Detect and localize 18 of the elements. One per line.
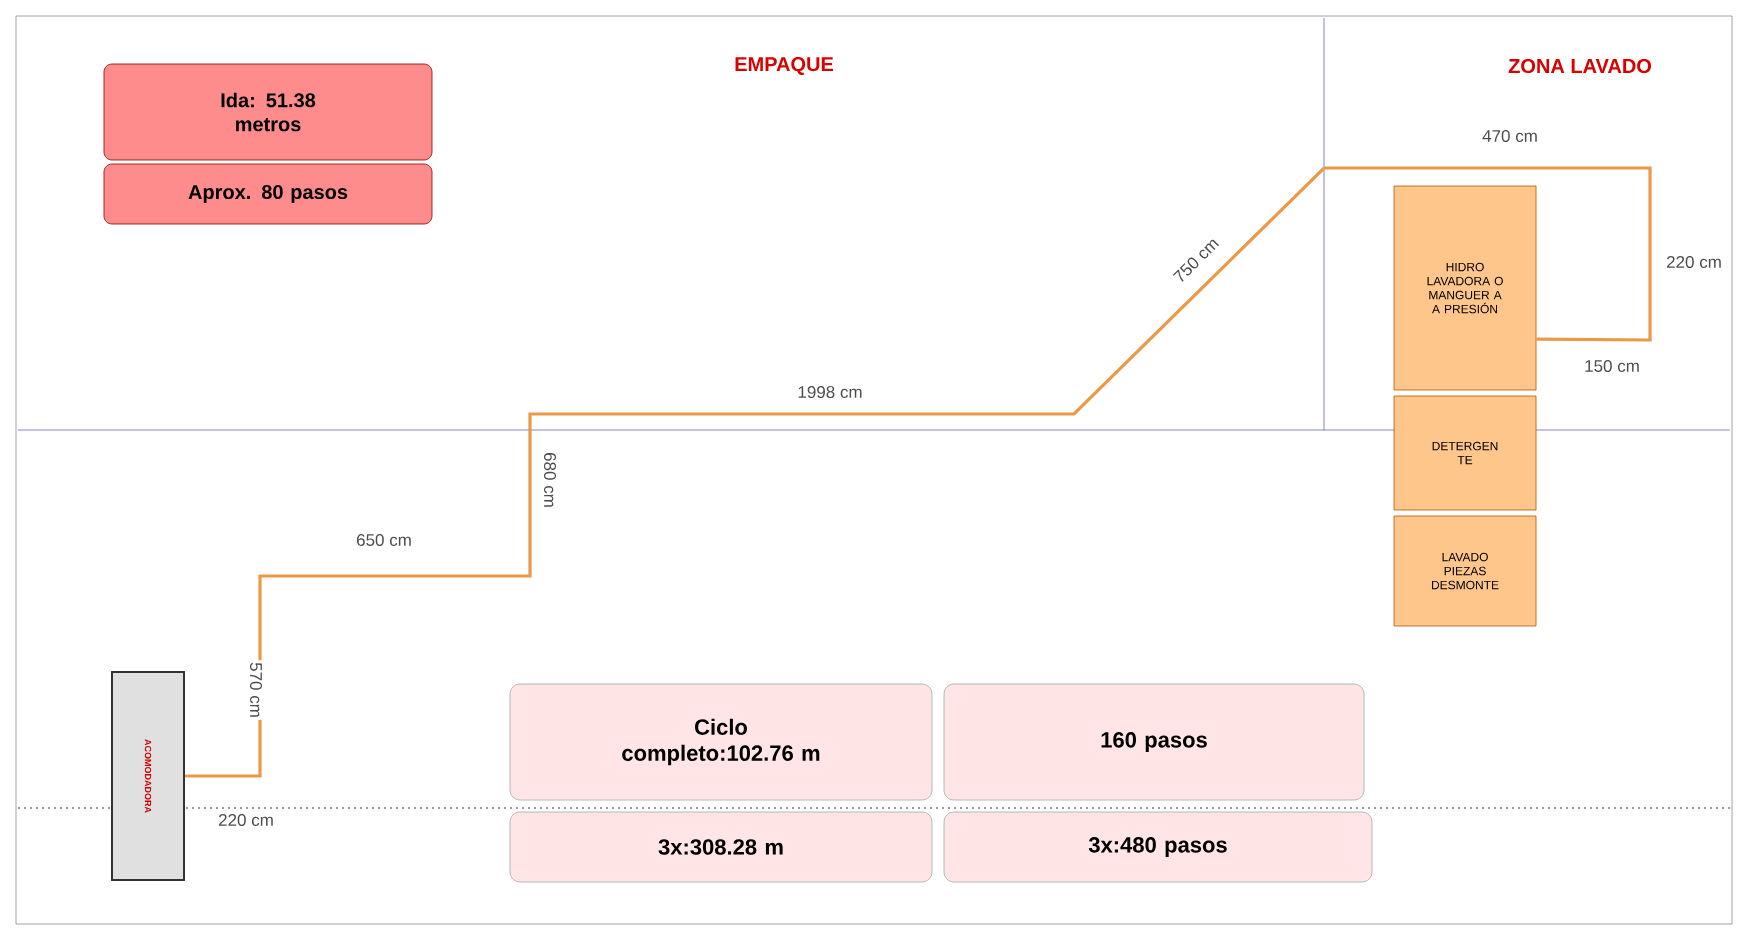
dimension-label: 570 cm bbox=[248, 660, 264, 720]
dimension-label: 650 cm bbox=[354, 532, 414, 548]
dimension-label: 220 cm bbox=[1664, 254, 1724, 270]
zone-title: ZONA LAVADO bbox=[1508, 58, 1651, 74]
dimension-label: 680 cm bbox=[542, 450, 558, 510]
total-box: Ciclo completo:102.76 m bbox=[509, 683, 933, 801]
dimension-label: 150 cm bbox=[1582, 358, 1642, 374]
total-box: 3x:308.28 m bbox=[509, 811, 933, 883]
zone-title: EMPAQUE bbox=[735, 57, 834, 75]
dimension-label: 470 cm bbox=[1480, 128, 1540, 144]
total-box: 160 pasos bbox=[943, 683, 1365, 801]
dimension-label: 750 cm bbox=[1169, 233, 1223, 287]
summary-box: Aprox. 80 pasos bbox=[103, 163, 433, 225]
summary-box: Ida: 51.38 metros bbox=[103, 63, 433, 161]
dimension-label: 220 cm bbox=[216, 812, 276, 829]
route-line bbox=[185, 166, 1652, 778]
dimension-label: 1998 cm bbox=[795, 384, 865, 400]
total-box: 3x:480 pasos bbox=[943, 811, 1373, 883]
